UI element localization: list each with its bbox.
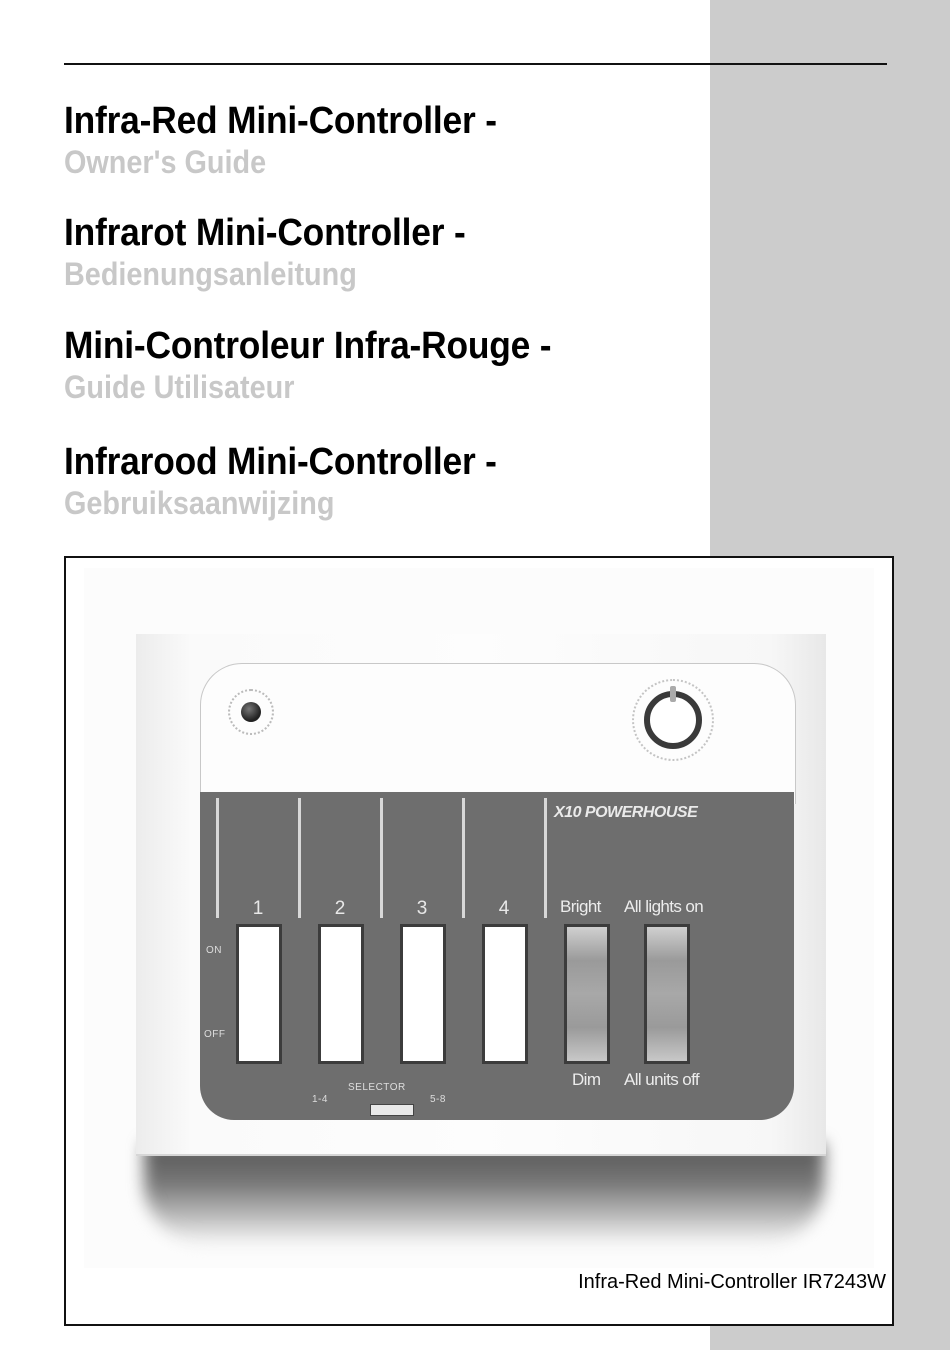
led-rays-icon	[228, 689, 274, 735]
knob-rays-icon	[632, 679, 714, 761]
title-subtitle: Gebruiksaanwijzing	[64, 485, 335, 521]
photo-caption: Infra-Red Mini-Controller IR7243W	[578, 1271, 886, 1293]
device-shadow	[144, 1143, 824, 1243]
channel-2-label: 2	[334, 898, 346, 919]
channel-4-switch	[482, 924, 528, 1064]
bright-dim-switch	[564, 924, 610, 1064]
all-lights-on-label: All lights on	[624, 897, 704, 916]
channel-1-label: 1	[252, 898, 264, 919]
panel-divider	[298, 798, 301, 918]
bright-label: Bright	[560, 897, 601, 916]
selector-range-left: 1-4	[312, 1094, 328, 1105]
top-rule	[64, 63, 887, 65]
ir-led-icon	[241, 702, 261, 722]
product-photo: X10 POWERHOUSE ON OFF 1 2 3 4 Bright All…	[84, 568, 874, 1268]
title-german: Infrarot Mini-Controller - Bedienungsanl…	[64, 211, 496, 293]
all-on-off-switch	[644, 924, 690, 1064]
house-code-selector-slider	[370, 1104, 414, 1116]
channel-4-label: 4	[498, 898, 510, 919]
all-units-off-label: All units off	[624, 1070, 700, 1089]
title-english: Infra-Red Mini-Controller - Owner's Guid…	[64, 99, 529, 181]
dim-label: Dim	[572, 1070, 601, 1089]
off-label: OFF	[204, 1029, 226, 1040]
title-french: Mini-Controleur Infra-Rouge - Guide Util…	[64, 324, 588, 406]
channel-3-label: 3	[416, 898, 428, 919]
selector-label: SELECTOR	[348, 1082, 406, 1093]
knob-indicator	[670, 686, 676, 702]
panel-divider	[462, 798, 465, 918]
panel-divider	[216, 798, 219, 918]
channel-1-switch	[236, 924, 282, 1064]
panel-divider	[380, 798, 383, 918]
channel-3-switch	[400, 924, 446, 1064]
title-main: Infrarot Mini-Controller -	[64, 212, 466, 254]
product-photo-frame: X10 POWERHOUSE ON OFF 1 2 3 4 Bright All…	[64, 556, 894, 1326]
control-panel: X10 POWERHOUSE ON OFF 1 2 3 4 Bright All…	[200, 792, 794, 1120]
title-dutch: Infrarood Mini-Controller - Gebruiksaanw…	[64, 440, 529, 522]
on-label: ON	[206, 945, 222, 956]
title-main: Infrarood Mini-Controller -	[64, 441, 497, 483]
title-subtitle: Bedienungsanleitung	[64, 256, 357, 292]
title-subtitle: Guide Utilisateur	[64, 369, 295, 405]
selector-range-right: 5-8	[430, 1094, 446, 1105]
channel-2-switch	[318, 924, 364, 1064]
title-main: Infra-Red Mini-Controller -	[64, 100, 497, 142]
panel-divider	[544, 798, 547, 918]
title-main: Mini-Controleur Infra-Rouge -	[64, 325, 552, 367]
title-subtitle: Owner's Guide	[64, 144, 267, 180]
brand-logo: X10 POWERHOUSE	[554, 804, 698, 821]
